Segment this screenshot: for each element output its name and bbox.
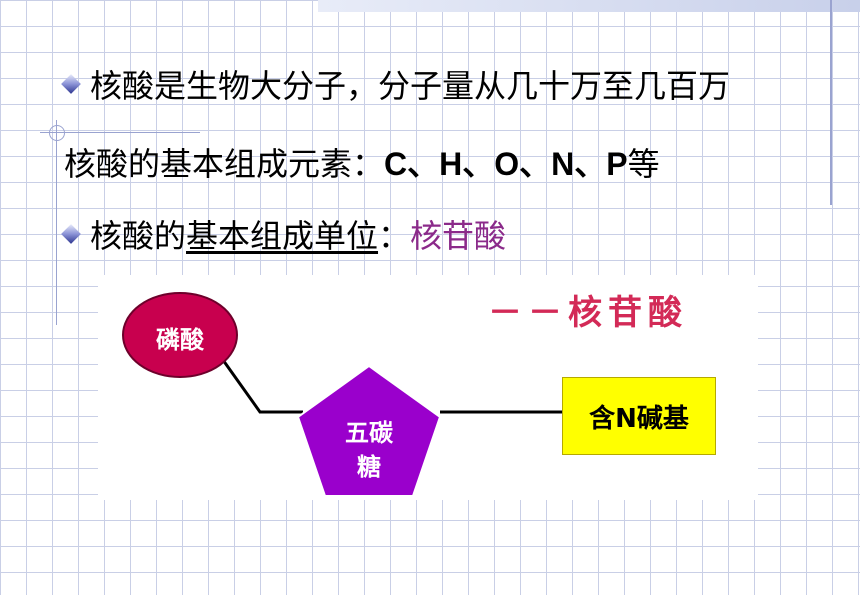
bullet-line-1: 核酸是生物大分子，分子量从几十万至几百万 bbox=[61, 66, 731, 106]
bullet-line-3: 核酸的基本组成单位：核苷酸 bbox=[61, 216, 507, 256]
elements-line: 核酸的基本组成元素：C、H、O、N、P等 bbox=[64, 144, 660, 184]
basic-unit-underlined: 基本组成单位 bbox=[186, 217, 379, 255]
right-decor-line bbox=[830, 0, 832, 205]
nucleotide-diagram-svg bbox=[122, 292, 562, 497]
crosshair-icon bbox=[49, 125, 65, 141]
nitrogen-base-node: 含N碱基 bbox=[562, 377, 716, 455]
line-3-colon: ： bbox=[378, 217, 411, 255]
diamond-bullet-icon bbox=[61, 74, 81, 94]
horizontal-decor-line bbox=[40, 132, 200, 133]
base-label: 含N碱基 bbox=[589, 403, 689, 434]
nucleotide-answer: 核苷酸 bbox=[410, 217, 507, 255]
phosphate-label: 磷酸 bbox=[156, 326, 204, 354]
line-3-prefix: 核酸的 bbox=[90, 217, 187, 255]
nucleotide-diagram: －－核苷酸 磷酸 五碳 糖 含N碱基 bbox=[98, 275, 758, 500]
left-decor-line bbox=[56, 120, 57, 325]
line-1-text: 核酸是生物大分子，分子量从几十万至几百万 bbox=[90, 67, 731, 105]
elements-prefix: 核酸的基本组成元素： bbox=[64, 145, 385, 183]
elements-list: C、H、O、N、P bbox=[384, 146, 628, 182]
elements-suffix: 等 bbox=[627, 145, 660, 183]
phosphate-node bbox=[122, 292, 238, 378]
sugar-node bbox=[296, 364, 442, 497]
diamond-bullet-icon bbox=[61, 224, 81, 244]
top-decor-bar bbox=[318, 0, 860, 12]
diagram-title: －－核苷酸 bbox=[488, 293, 688, 333]
sugar-label-line1: 五碳 bbox=[345, 419, 393, 447]
sugar-label-line2: 糖 bbox=[357, 453, 381, 481]
phosphate-sugar-bond bbox=[221, 359, 303, 414]
